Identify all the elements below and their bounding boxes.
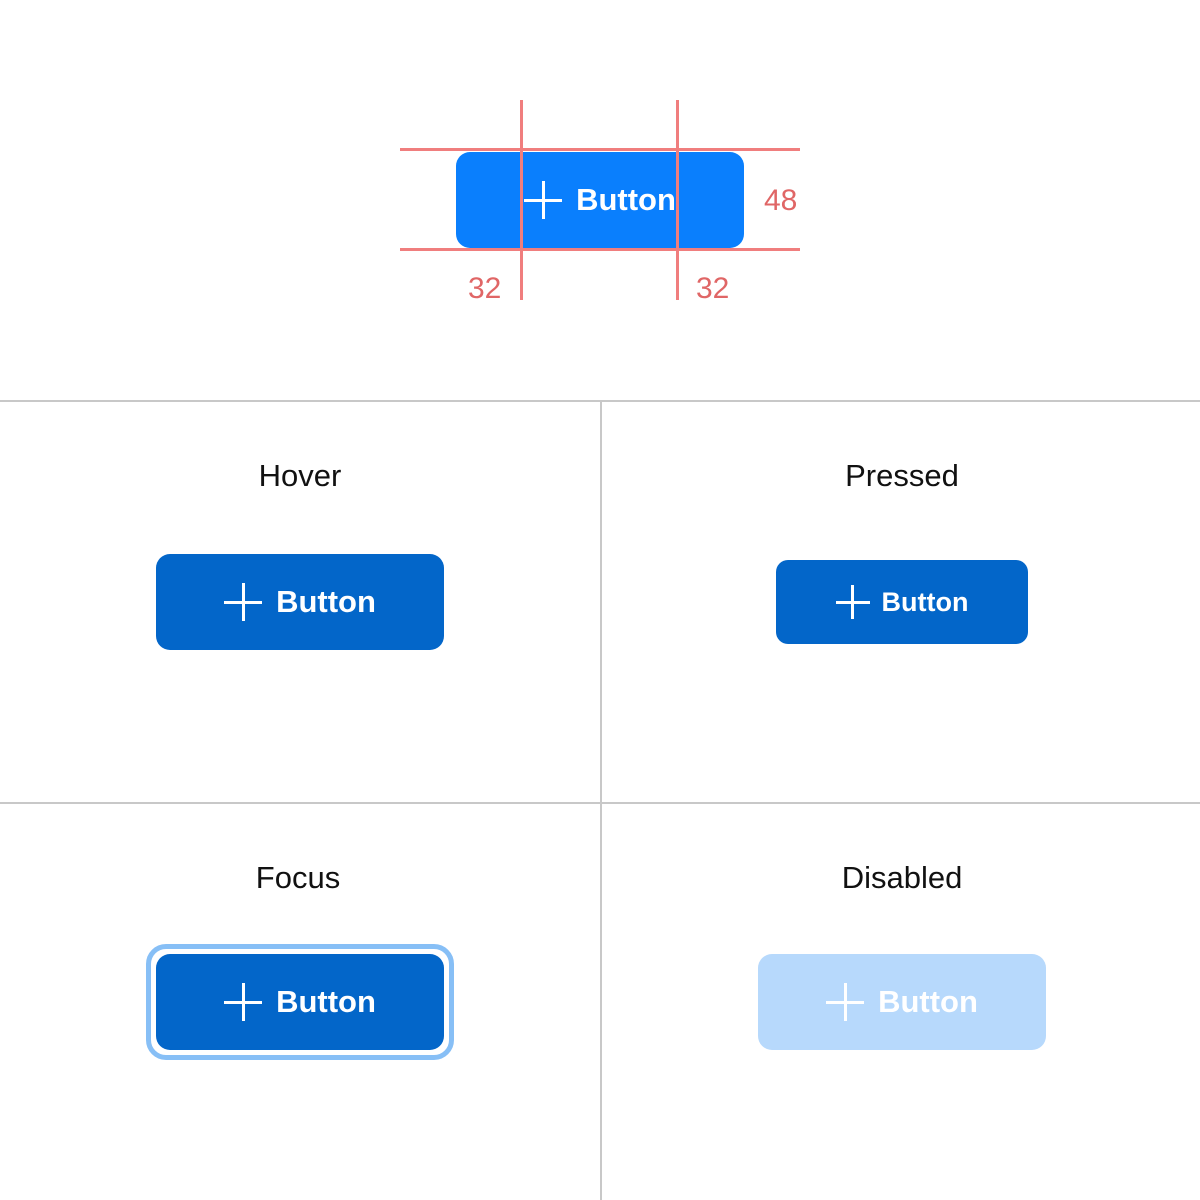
left-padding-guide-line — [520, 100, 523, 300]
left-padding-measure-label: 32 — [468, 272, 502, 305]
plus-icon — [826, 983, 865, 1021]
hover-button-label: Button — [276, 584, 376, 619]
pressed-state-title: Pressed — [845, 458, 959, 493]
disabled-state-title: Disabled — [841, 860, 963, 895]
section-divider — [0, 400, 1200, 402]
default-button-label: Button — [576, 182, 676, 217]
focus-state-title: Focus — [255, 860, 341, 895]
pressed-button[interactable]: Button — [776, 560, 1028, 644]
plus-icon — [524, 181, 563, 219]
plus-icon — [224, 583, 263, 621]
focus-button[interactable]: Button — [156, 954, 444, 1050]
focus-button-label: Button — [276, 984, 376, 1019]
right-padding-measure-label: 32 — [696, 272, 730, 305]
height-measure-label: 48 — [764, 184, 798, 217]
top-guide-line — [400, 148, 800, 151]
hover-state-title: Hover — [258, 458, 342, 493]
default-button[interactable]: Button — [456, 152, 744, 248]
bottom-guide-line — [400, 248, 800, 251]
pressed-button-label: Button — [881, 586, 969, 617]
disabled-button: Button — [758, 954, 1046, 1050]
focus-ring — [146, 944, 454, 1060]
disabled-button-label: Button — [878, 984, 978, 1019]
right-padding-guide-line — [676, 100, 679, 300]
plus-icon — [224, 983, 263, 1021]
plus-icon — [835, 585, 870, 619]
column-divider — [600, 402, 602, 1200]
hover-button[interactable]: Button — [156, 554, 444, 650]
